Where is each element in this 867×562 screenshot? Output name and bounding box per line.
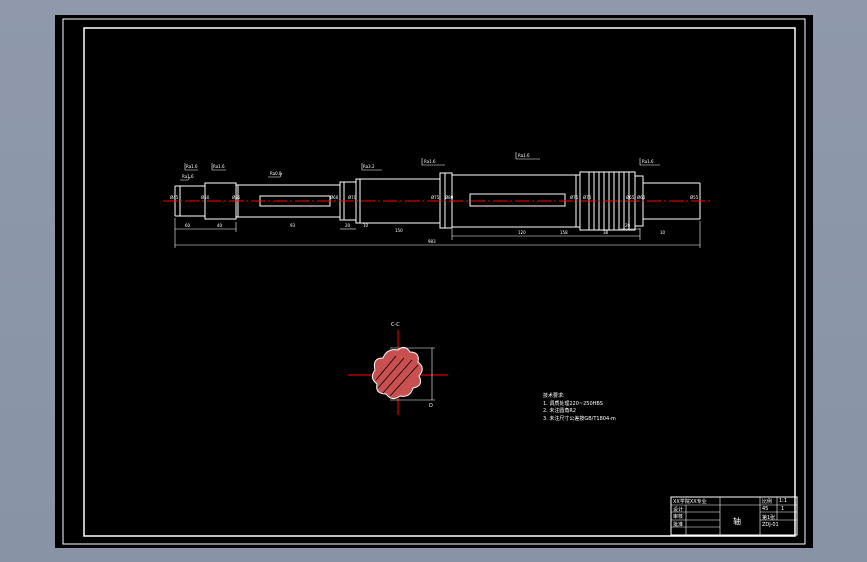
roughness-label: Ra0.8 xyxy=(270,171,282,176)
title-block-row: 设计 xyxy=(673,507,684,513)
length-label: 158 xyxy=(560,230,568,235)
part-name: 轴 xyxy=(733,517,741,526)
notes-item: 3. 未注尺寸公差按GB/T1804-m xyxy=(543,415,616,422)
drawing-number: ZDJ-01 xyxy=(762,522,779,528)
technical-requirements: 技术要求: 1. 调质处理220~250HBS 2. 未注圆角R2 3. 未注尺… xyxy=(543,393,616,423)
roughness-label: Ra3.2 xyxy=(363,164,375,169)
diameter-label: Ø50 xyxy=(201,195,210,200)
length-label: 10 xyxy=(363,223,369,228)
section-view xyxy=(348,330,448,415)
length-label: 60 xyxy=(185,223,191,228)
title-block-row: 批准 xyxy=(673,522,684,528)
title-block-grid xyxy=(670,496,798,536)
diameter-label: Ø70 xyxy=(583,195,592,200)
length-label: 120 xyxy=(518,230,526,235)
material: 45 xyxy=(762,506,769,512)
diameter-label: Ø45 xyxy=(170,195,179,200)
notes-item: 1. 调质处理220~250HBS xyxy=(543,400,603,407)
surface-finish-marks xyxy=(180,152,660,181)
roughness-label: Ra1.6 xyxy=(642,159,654,164)
roughness-label: Ra1.6 xyxy=(424,159,436,164)
sheet-inner-border xyxy=(83,27,796,537)
diameter-label: Ø55 xyxy=(690,195,699,200)
diameter-label: Ø60 xyxy=(637,195,646,200)
diameter-label: Ø80 xyxy=(445,195,454,200)
spline-section-outline xyxy=(371,346,423,400)
roughness-label: Ra1.6 xyxy=(182,174,194,179)
diameter-label: Ø65 xyxy=(626,195,635,200)
roughness-label: Ra1.6 xyxy=(213,164,225,169)
length-label: 38 xyxy=(603,230,609,235)
title-block: XX学院XX专业 设计 审核 批准 轴 比例 1:1 45 1 第1张 ZDJ-… xyxy=(671,497,797,535)
sheet-number: 第1张 xyxy=(762,515,776,521)
notes-heading: 技术要求: xyxy=(543,393,565,399)
scale-value: 1:1 xyxy=(779,498,788,504)
length-label: 10 xyxy=(660,230,666,235)
scale-label: 比例 xyxy=(762,499,773,505)
diameter-label: Ø60 xyxy=(330,195,339,200)
length-label: 40 xyxy=(217,223,223,228)
roughness-label: Ra1.6 xyxy=(518,153,530,158)
diameter-label: Ø55 xyxy=(232,195,241,200)
notes-item: 2. 未注圆角R2 xyxy=(543,408,577,414)
length-label: 150 xyxy=(395,228,403,233)
quantity: 1 xyxy=(781,506,785,512)
title-block-row: 审核 xyxy=(673,514,684,520)
dimension-lines xyxy=(174,218,701,248)
sheet-outer-border xyxy=(62,18,806,545)
overall-length-label: 983 xyxy=(428,239,436,244)
length-label: 20 xyxy=(625,223,631,228)
section-label: C-C xyxy=(391,322,400,328)
length-label: 20 xyxy=(345,223,351,228)
diameter-label: Ø75 xyxy=(570,195,579,200)
roughness-label: Ra1.6 xyxy=(186,164,198,169)
drawing-sheet xyxy=(55,15,813,548)
diameter-label: Ø70 xyxy=(348,195,357,200)
school-name: XX学院XX专业 xyxy=(673,499,707,505)
diameter-label: Ø75 xyxy=(431,195,440,200)
length-label: 93 xyxy=(290,223,296,228)
section-point-label: D xyxy=(429,403,433,409)
